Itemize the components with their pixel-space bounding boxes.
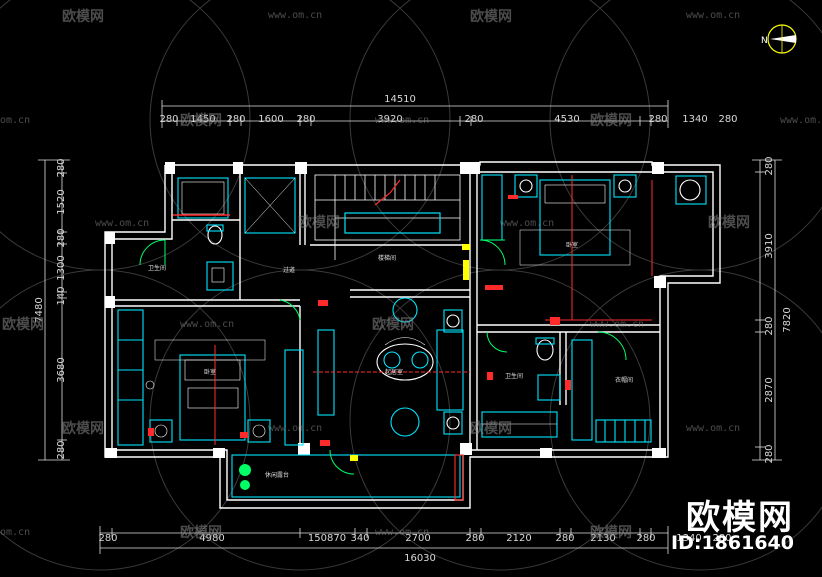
bottom-dimension-label: 340 [350,533,369,544]
top-dimension-label: 280 [296,114,315,125]
bottom-dimension-label: 280 [712,533,731,544]
top-dimension-label: 1600 [258,114,283,125]
bottom-dimension-label: 1340 [676,533,701,544]
right-dimension-label: 280 [764,156,775,175]
right-bath-closet-fixtures [481,319,652,443]
left-dimension-label: 280 [56,440,67,459]
left-dimension-label: 280 [56,158,67,177]
left-dimension-chain [38,159,70,461]
balcony-fixtures [231,454,464,501]
right-dimension-chain [752,159,782,461]
watermark-url: www.om.cn [375,527,430,538]
compass-icon: N [761,24,797,54]
right-dimension-labels: 280 3910 280 2870 280 7820 [764,156,793,463]
top-dimension-label: 1450 [190,114,215,125]
room-label-balcony: 休闲露台 [265,471,289,479]
room-label-stairwell: 楼梯间 [378,254,396,262]
watermark-url: www.om.cn [375,115,430,126]
watermark-url: www.om.cn [590,319,645,330]
watermark-brand: 欧模网 [372,317,414,333]
watermark-brand: 欧模网 [470,421,512,437]
watermark-brand: 欧模网 [470,9,512,25]
left-dimension-label: 140 [56,286,67,305]
model-id-label: ID:1861640 [671,532,794,554]
left-bathroom-fixtures [173,177,296,291]
left-dimension-labels: 280 1520 280 1300 140 3680 280 7480 [34,158,67,459]
top-dimension-label: 4530 [554,114,579,125]
left-bedroom-furniture [117,309,304,446]
left-dimension-label: 1300 [56,255,67,280]
top-dimension-label: 280 [464,114,483,125]
right-dimension-label: 280 [764,444,775,463]
room-label-bedroom-left: 卧室 [204,368,216,376]
watermark-url: www.om.cn [180,319,235,330]
bottom-dimension-label: 280 [465,533,484,544]
watermark-brand: 欧模网 [62,9,104,25]
bottom-dimension-label: 280 [636,533,655,544]
living-room-furniture [313,297,470,437]
bottom-dimension-label: 2120 [506,533,531,544]
watermark-brand: 欧模网 [180,113,222,129]
top-overall-dimension: 14510 [384,94,416,105]
compass-north-label: N [761,36,768,46]
watermark-brand: 欧模网 [62,421,104,437]
bottom-dimension-chain [99,526,669,554]
room-label-corridor: 过道 [283,266,295,274]
bottom-dimension-label: 2130 [590,533,615,544]
left-dimension-label: 280 [56,228,67,247]
top-dimension-label: 280 [718,114,737,125]
room-label-bath-left: 卫生间 [148,264,166,272]
top-dimension-labels: 14510 280 1450 280 1600 280 3920 280 453… [159,94,737,125]
staircase [314,174,461,260]
watermark-brand: 欧模网 [180,525,222,541]
doors [139,239,627,475]
watermark-url: www.om.cn [95,218,150,229]
bottom-dimension-label: 280 [555,533,574,544]
left-dimension-label: 3680 [56,357,67,382]
bottom-overall-dimension: 16030 [404,553,436,564]
right-overall-dimension: 7820 [782,307,793,332]
right-bedroom-furniture [481,174,707,320]
watermark-url: www.om.cn [686,423,741,434]
top-dimension-label: 280 [226,114,245,125]
right-dimension-label: 280 [764,316,775,335]
brand-logo-text: 欧模网 [686,498,794,538]
watermark-brand: 欧模网 [298,215,340,231]
bottom-dimension-labels: 16030 280 4980 150870 340 2700 280 2120 … [98,533,731,564]
accent-marks [148,195,571,461]
watermark-brand: 欧模网 [590,525,632,541]
watermark-url: www.om.cn [780,115,822,126]
bottom-dimension-label: 2700 [405,533,430,544]
left-dimension-label: 1520 [56,189,67,214]
watermark-url: www.om.cn [268,10,323,21]
room-label-bath-right: 卫生间 [505,372,523,380]
top-dimension-label: 280 [159,114,178,125]
top-dimension-chain [161,100,669,128]
right-dimension-label: 3910 [764,233,775,258]
top-dimension-label: 1340 [682,114,707,125]
bottom-dimension-label: 150870 [308,533,346,544]
top-dimension-label: 3920 [377,114,402,125]
bottom-dimension-label: 280 [98,533,117,544]
room-label-bedroom-right: 卧室 [566,241,578,249]
watermark-brand: 欧模网 [708,215,750,231]
watermark-url: om.cn [0,527,31,538]
watermark-url: www.om.cn [500,218,555,229]
room-label-living: 起居室 [385,368,403,376]
right-dimension-label: 2870 [764,377,775,402]
wall-columns [105,162,666,458]
room-labels: 卫生间 过道 楼梯间 卧室 卧室 起居室 卫生间 衣帽间 休闲露台 [148,241,633,479]
bottom-dimension-label: 4980 [199,533,224,544]
left-overall-dimension: 7480 [34,297,45,322]
watermark-brand: 欧模网 [590,113,632,129]
watermark-brand: 欧模网 [2,317,44,333]
watermark-url: om.cn [0,115,31,126]
top-dimension-label: 280 [648,114,667,125]
watermark-url: www.om.cn [268,423,323,434]
watermark-url: www.om.cn [686,10,741,21]
room-label-closet: 衣帽间 [615,376,633,384]
